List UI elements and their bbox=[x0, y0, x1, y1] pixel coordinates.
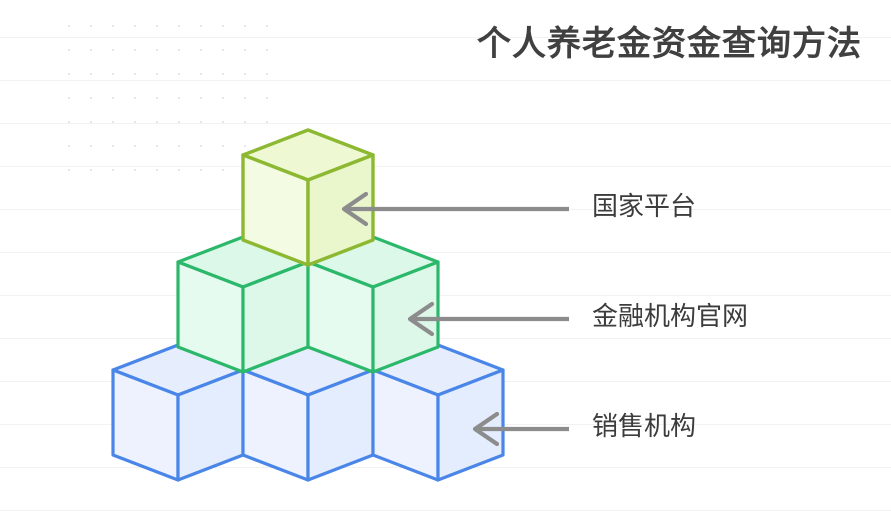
arrow-left-icon-bottom bbox=[472, 411, 569, 447]
label-financial-institution-website: 金融机构官网 bbox=[592, 301, 749, 331]
page-title: 个人养老金资金查询方法 bbox=[477, 25, 862, 63]
cube-row-bottom bbox=[111, 343, 505, 482]
label-sales-institution: 销售机构 bbox=[592, 411, 697, 441]
cube-row-middle bbox=[176, 235, 440, 374]
annotation-arrows bbox=[341, 191, 569, 447]
arrow-left-icon-middle bbox=[407, 301, 569, 337]
cube-middle-right bbox=[306, 235, 440, 374]
cube-top bbox=[241, 128, 375, 267]
arrow-left-icon-top bbox=[341, 191, 569, 227]
cube-bottom-right bbox=[371, 343, 505, 482]
cube-row-top bbox=[241, 128, 375, 267]
label-national-platform: 国家平台 bbox=[592, 191, 697, 221]
cube-middle-left bbox=[176, 235, 310, 374]
